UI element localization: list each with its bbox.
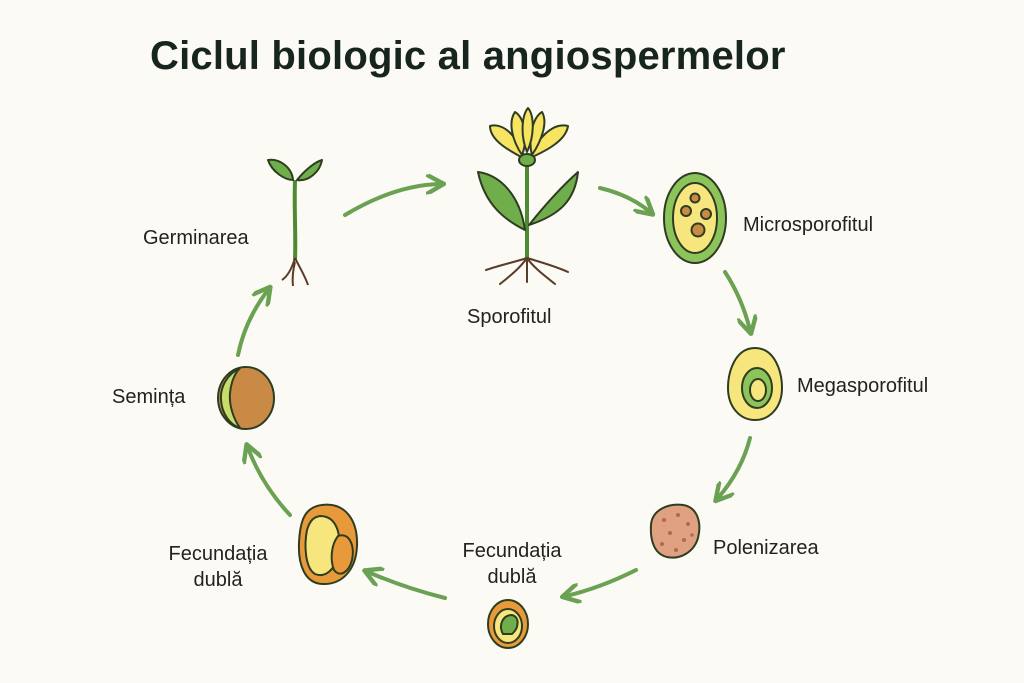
fertilized-ovule-icon	[487, 599, 529, 649]
label-microsporofit: Microsporofitul	[743, 214, 874, 236]
label-germinare: Germinarea	[143, 227, 249, 249]
label-fecundatie-center: Fecundația dublă	[442, 538, 582, 590]
ovule-icon	[726, 346, 784, 422]
arrow-microsporofit-to-megasporofit	[723, 270, 750, 330]
seedling-icon	[267, 158, 323, 287]
arrow-germinare-to-sporofit	[343, 184, 440, 217]
arrow-polenizare-to-fecundatie	[566, 568, 638, 596]
label-fecundatie-left: Fecundația dublă	[148, 541, 288, 593]
pollen-grain-icon	[649, 503, 701, 559]
arrow-sporofit-to-microsporofit	[598, 186, 650, 212]
label-fecundatie-center-line2: dublă	[487, 566, 537, 588]
label-fecundatie-left-line1: Fecundația	[168, 543, 268, 565]
label-polenizare: Polenizarea	[713, 537, 819, 559]
seed-icon	[217, 366, 275, 430]
pollen-sac-icon	[663, 172, 727, 264]
label-sporofit: Sporofitul	[467, 306, 552, 328]
label-fecundatie-center-line1: Fecundația	[462, 540, 562, 562]
arrow-megasporofit-to-polenizare	[718, 436, 752, 498]
arrow-fecundatie-to-saminta	[248, 448, 292, 517]
page-title: Ciclul biologic al angiospermelor	[150, 34, 786, 78]
flowering-plant-icon	[477, 107, 579, 285]
seed-section-icon	[297, 503, 359, 586]
arrow-saminta-to-germinare	[236, 290, 268, 357]
label-fecundatie-left-line2: dublă	[193, 569, 243, 591]
label-saminta: Semința	[112, 386, 186, 408]
arrow-fecundatie-to-fecundatie	[368, 572, 447, 600]
label-megasporofit: Megasporofitul	[797, 375, 929, 397]
